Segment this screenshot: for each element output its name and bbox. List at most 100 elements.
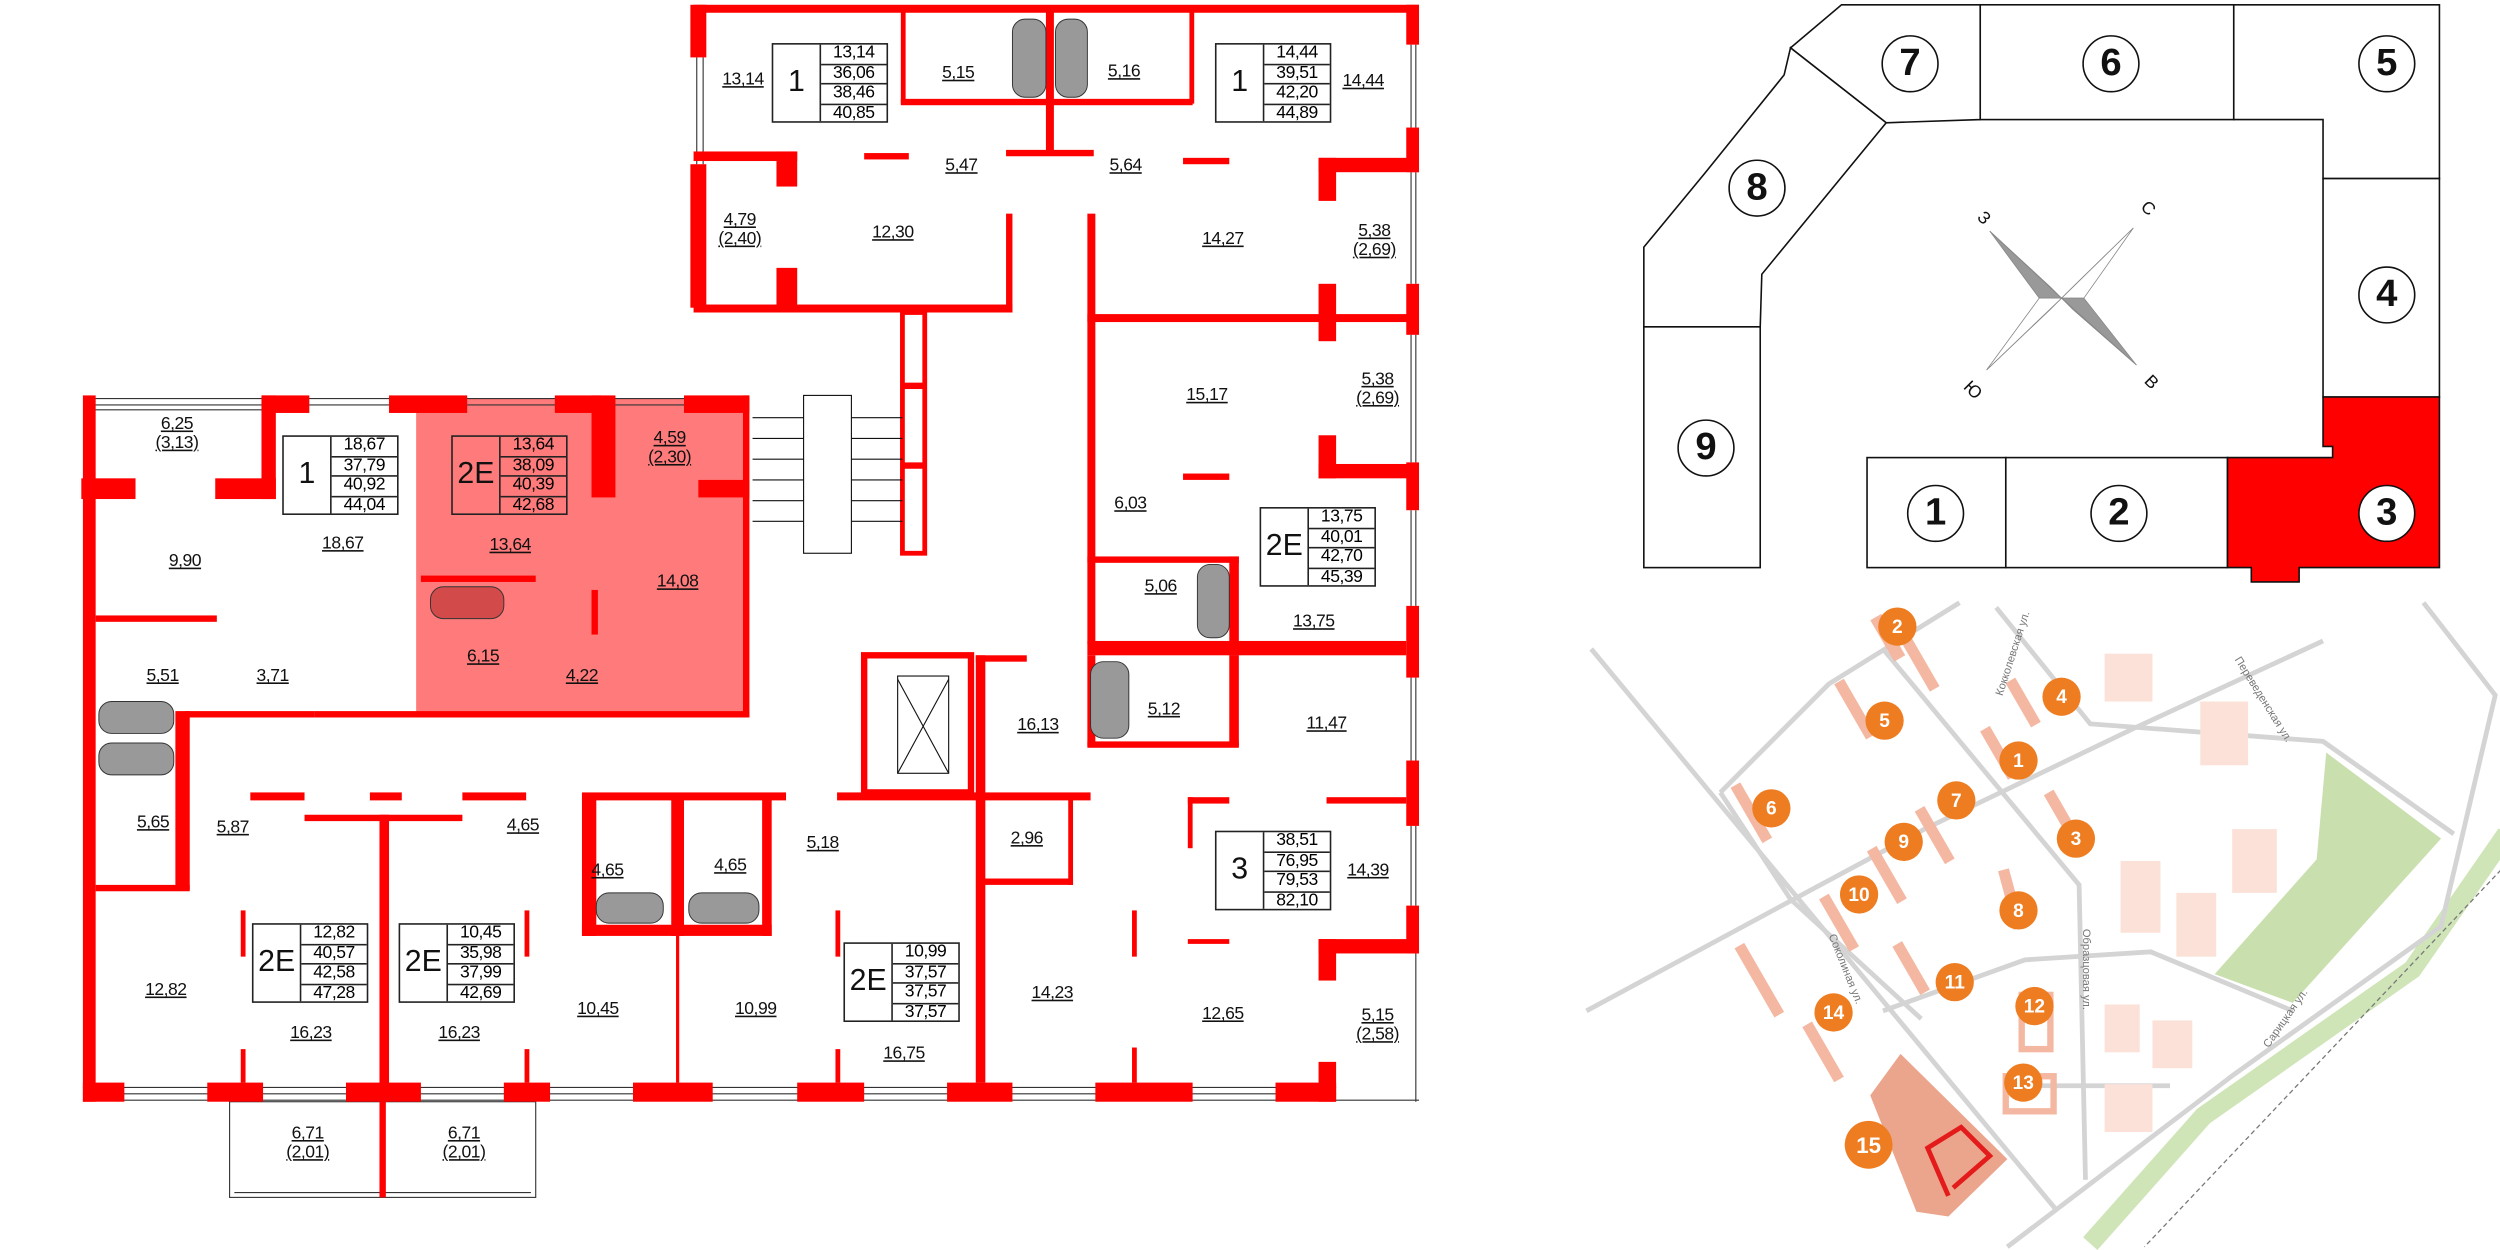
section-6-marker[interactable]: 6 bbox=[2082, 35, 2140, 93]
room-area-label: 4,65 bbox=[591, 860, 624, 881]
room-area-label: 13,14 bbox=[722, 70, 764, 90]
room-area-label: 14,23 bbox=[1031, 983, 1074, 1003]
area-value: 13,75 bbox=[1309, 508, 1375, 529]
railway-line bbox=[2144, 869, 2500, 1248]
area-value: 12,82 bbox=[301, 924, 367, 945]
room-area-label: 5,12 bbox=[1147, 699, 1181, 720]
room-area-label: 5,16 bbox=[1107, 62, 1141, 82]
compass-west-label: З bbox=[1972, 207, 1994, 229]
area-value: 13,14 bbox=[821, 44, 887, 65]
area-value: 13,64 bbox=[500, 436, 567, 457]
room-area-label: 14,44 bbox=[1342, 71, 1384, 91]
room-area-label: 12,65 bbox=[1202, 1004, 1244, 1024]
building-marker-13[interactable]: 13 bbox=[2004, 1063, 2043, 1102]
room-area-label: 10,45 bbox=[577, 999, 619, 1019]
room-area-label: 14,39 bbox=[1347, 860, 1389, 881]
building-marker-3[interactable]: 3 bbox=[2056, 819, 2096, 858]
building-marker-11[interactable]: 11 bbox=[1935, 963, 1974, 1002]
compass-north-label: С bbox=[2136, 197, 2159, 221]
building-marker-8[interactable]: 8 bbox=[1999, 891, 2038, 930]
section-1-marker[interactable]: 1 bbox=[1906, 484, 1965, 543]
street-label: Образцовая ул. bbox=[2079, 928, 2092, 1010]
area-value: 82,10 bbox=[1276, 890, 1318, 910]
room-area-label: 11,47 bbox=[1306, 714, 1347, 734]
room-area-label: 3,71 bbox=[256, 666, 290, 686]
building-marker-4[interactable]: 4 bbox=[2042, 677, 2081, 716]
building-marker-9[interactable]: 9 bbox=[1884, 822, 1923, 861]
selected-apartment-area[interactable] bbox=[416, 398, 750, 718]
building-marker-6[interactable]: 6 bbox=[1752, 789, 1791, 828]
room-area-label: 18,67 bbox=[322, 534, 364, 554]
street-label: Переведенская ул. bbox=[2231, 655, 2294, 745]
section-4-marker[interactable]: 4 bbox=[2358, 266, 2416, 324]
area-value: 38,09 bbox=[500, 456, 567, 477]
park-area bbox=[2214, 752, 2442, 1003]
balcony-area-label: 6,25(3,13) bbox=[155, 414, 199, 453]
future-buildings bbox=[2104, 653, 2277, 1133]
room-area-label: 5,51 bbox=[146, 666, 180, 686]
balcony-area-label: 5,38(2,69) bbox=[1352, 221, 1396, 260]
balcony-area-label: 5,38(2,69) bbox=[1356, 369, 1400, 409]
area-value: 45,39 bbox=[1320, 566, 1363, 586]
bathroom-fixtures bbox=[98, 18, 1230, 924]
section-2-marker[interactable]: 2 bbox=[2090, 484, 2148, 543]
section-8-marker[interactable]: 8 bbox=[1728, 159, 1786, 217]
apartment-type: 2E bbox=[1261, 508, 1310, 586]
balcony-area-label: 4,79(2,40) bbox=[718, 210, 762, 249]
section-9-marker[interactable]: 9 bbox=[1677, 419, 1735, 477]
building-marker-15-selected[interactable]: 15 bbox=[1844, 1120, 1893, 1169]
building-marker-12[interactable]: 12 bbox=[2015, 986, 2054, 1026]
area-value: 37,99 bbox=[448, 964, 514, 985]
area-value: 10,99 bbox=[892, 943, 959, 964]
area-value: 18,67 bbox=[331, 436, 398, 457]
area-value: 79,53 bbox=[1264, 871, 1330, 893]
room-area-label: 16,23 bbox=[438, 1023, 480, 1043]
room-area-label: 16,75 bbox=[883, 1044, 925, 1064]
building-marker-2[interactable]: 2 bbox=[1878, 607, 1917, 646]
room-area-label: 4,65 bbox=[506, 816, 540, 836]
section-5-marker[interactable]: 5 bbox=[2358, 35, 2416, 93]
area-value: 40,01 bbox=[1309, 528, 1375, 549]
apartment-type: 2E bbox=[845, 943, 893, 1021]
balcony-area-label: 5,15(2,58) bbox=[1356, 1006, 1400, 1045]
area-value: 76,95 bbox=[1264, 851, 1330, 873]
building-marker-14[interactable]: 14 bbox=[1814, 993, 1853, 1032]
building-marker-10[interactable]: 10 bbox=[1839, 875, 1879, 914]
apartment-type: 1 bbox=[1217, 44, 1265, 122]
room-area-label: 16,13 bbox=[1017, 715, 1059, 736]
building-marker-7[interactable]: 7 bbox=[1937, 781, 1976, 820]
area-value: 42,70 bbox=[1309, 548, 1375, 569]
area-value: 36,06 bbox=[821, 64, 887, 85]
section-7-marker[interactable]: 7 bbox=[1881, 35, 1939, 93]
selected-building-outline[interactable] bbox=[1924, 1124, 1994, 1197]
apartment-type: 1 bbox=[773, 44, 822, 122]
room-area-label: 4,22 bbox=[565, 666, 599, 686]
street-label: Сарицкая ул. bbox=[2262, 987, 2311, 1051]
area-value: 42,58 bbox=[301, 964, 367, 985]
building-marker-1[interactable]: 1 bbox=[1999, 741, 2038, 780]
room-area-label: 13,64 bbox=[489, 535, 531, 555]
apartment-type: 1 bbox=[284, 436, 332, 514]
area-value: 40,92 bbox=[331, 476, 398, 497]
room-area-label: 13,75 bbox=[1293, 612, 1335, 632]
building-marker-5[interactable]: 5 bbox=[1865, 701, 1904, 740]
compass-south-label: Ю bbox=[1959, 377, 1986, 404]
buildings bbox=[1730, 613, 2082, 1115]
floor-plan-drawing bbox=[81, 4, 1420, 1198]
room-area-label: 5,15 bbox=[942, 63, 975, 83]
room-area-label: 6,03 bbox=[1114, 494, 1147, 514]
room-area-label: 2,96 bbox=[1010, 829, 1044, 849]
section-3-marker-selected[interactable]: 3 bbox=[2358, 484, 2416, 543]
area-value: 42,68 bbox=[512, 495, 555, 515]
balcony-area-label: 6,71(2,01) bbox=[442, 1124, 486, 1163]
room-area-label: 9,90 bbox=[168, 551, 202, 571]
